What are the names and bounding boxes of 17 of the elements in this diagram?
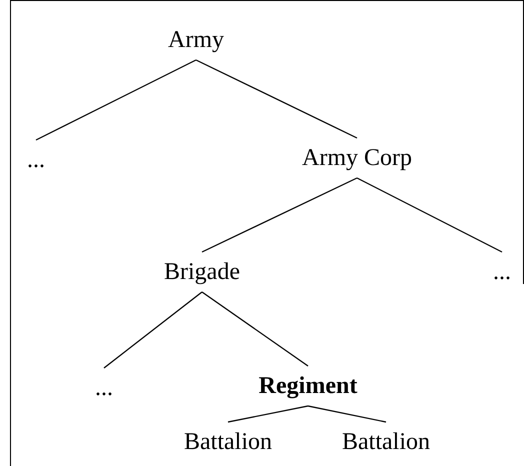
tree-node-label: ... [95,366,113,410]
tree-node-label: ... [493,250,511,294]
tree-node-label: Regiment [258,364,358,408]
tree-line [36,59,196,141]
tree-node-label: Battalion [184,420,272,464]
tree-line [196,59,358,139]
tree-node-label: ... [27,138,45,182]
tree-line [308,405,386,423]
tree-line [228,405,308,423]
tree-line [202,177,358,253]
tree-node-label: Battalion [342,420,430,464]
tree-line [104,292,202,368]
tree-node-label: Brigade [164,250,240,294]
tree-line [356,177,502,253]
tree-node-label: Army Corp [302,136,412,180]
tree-node-label: Army [168,18,224,62]
tree-line [202,292,308,366]
